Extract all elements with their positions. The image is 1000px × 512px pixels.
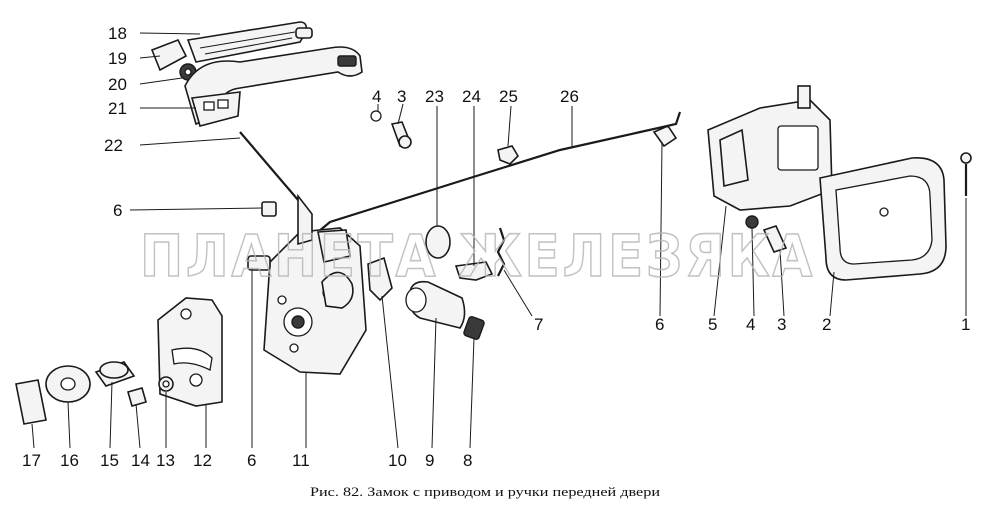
callout-13: 13 (156, 451, 175, 470)
callout-labels: 18 19 20 21 22 6 4 3 23 24 25 26 7 6 5 4… (22, 24, 970, 470)
watermark-text: ПЛАНЕТА ЖЕЛЕЗЯКА (140, 222, 815, 290)
callout-18: 18 (108, 24, 127, 43)
callout-17: 17 (22, 451, 41, 470)
rod-clip (497, 145, 520, 165)
spring (496, 227, 506, 277)
lock-mechanism (247, 193, 367, 375)
lock-cylinder-group (367, 256, 485, 340)
callout-16: 16 (60, 451, 79, 470)
callout-25: 25 (499, 87, 518, 106)
callout-12: 12 (193, 451, 212, 470)
callout-2: 2 (822, 315, 831, 334)
control-rod (317, 111, 682, 233)
rod-end-clip (652, 125, 678, 148)
callout-10: 10 (388, 451, 407, 470)
callout-21: 21 (108, 99, 127, 118)
upper-bolt-nut (370, 110, 412, 149)
callout-7: 7 (534, 315, 543, 334)
callout-4-top: 4 (372, 87, 381, 106)
callout-8: 8 (463, 451, 472, 470)
callout-1: 1 (961, 315, 970, 334)
callout-6-bottom: 6 (247, 451, 256, 470)
callout-5: 5 (708, 315, 717, 334)
callout-6-right: 6 (655, 315, 664, 334)
callout-14: 14 (131, 451, 150, 470)
outside-handle-assembly (150, 21, 363, 127)
callout-9: 9 (425, 451, 434, 470)
callout-15: 15 (100, 451, 119, 470)
callout-6-left: 6 (113, 201, 122, 220)
callout-20: 20 (108, 75, 127, 94)
spring-clip (454, 261, 494, 281)
callout-22: 22 (104, 136, 123, 155)
washer (425, 225, 451, 259)
callout-11: 11 (292, 451, 310, 470)
callout-23: 23 (425, 87, 444, 106)
callout-3-top: 3 (397, 87, 406, 106)
leader-lines (31, 32, 967, 449)
inside-handle-assembly (707, 85, 972, 281)
striker-assembly (15, 297, 223, 425)
callout-24: 24 (462, 87, 481, 106)
callout-4-right: 4 (746, 315, 755, 334)
figure-caption: Рис. 82. Замок с приводом и ручки передн… (310, 485, 660, 499)
callout-19: 19 (108, 49, 127, 68)
callout-3-right: 3 (777, 315, 786, 334)
callout-26: 26 (560, 87, 579, 106)
